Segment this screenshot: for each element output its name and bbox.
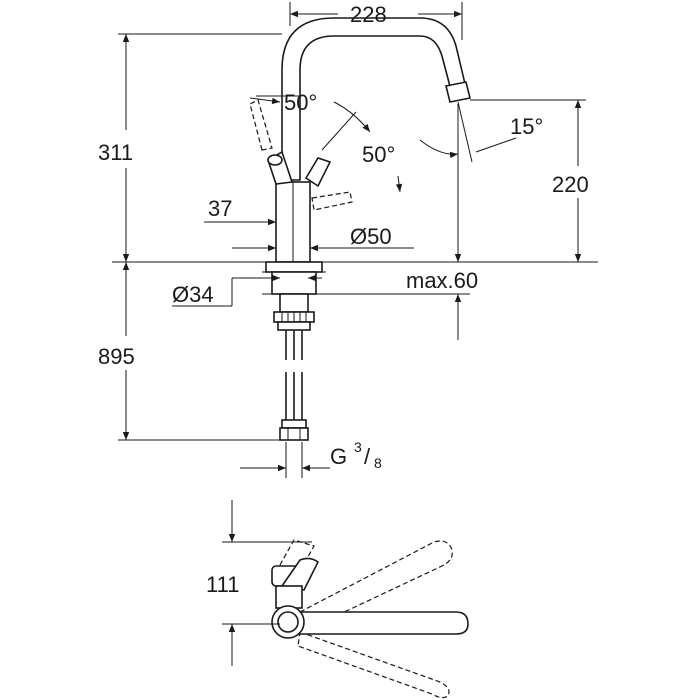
dim-lever-right-angle: 50° bbox=[321, 101, 403, 193]
dim-spout-reach-label: 228 bbox=[350, 2, 387, 27]
dim-lever-swing-label: 111 bbox=[206, 572, 239, 597]
dim-shank-diameter: Ø34 bbox=[172, 274, 322, 307]
dim-lever-offset-label: 37 bbox=[208, 196, 232, 221]
dim-total-height: 311 bbox=[98, 33, 282, 262]
mounting-shank bbox=[262, 261, 326, 331]
dim-base-diameter: Ø50 bbox=[232, 224, 414, 252]
dim-base-diameter-label: Ø50 bbox=[350, 224, 392, 249]
dim-spout-tilt-label: 15° bbox=[510, 114, 543, 139]
dim-connection-denominator: 8 bbox=[374, 455, 382, 471]
dim-supply-length: 895 bbox=[98, 262, 282, 441]
dim-lever-offset: 37 bbox=[204, 196, 276, 226]
supply-hoses bbox=[279, 330, 309, 441]
dim-shank-diameter-label: Ø34 bbox=[172, 282, 214, 307]
dim-supply-length-label: 895 bbox=[98, 344, 135, 369]
dim-max-thickness: max.60 bbox=[322, 226, 478, 340]
dim-total-height-label: 311 bbox=[98, 140, 133, 165]
dim-connection-g: G bbox=[330, 444, 347, 469]
faucet-body bbox=[249, 99, 353, 263]
dim-connection-numerator: 3 bbox=[354, 439, 362, 455]
dim-spout-tilt: 15° bbox=[419, 101, 543, 262]
spout bbox=[281, 17, 471, 181]
dim-outlet-height: 220 bbox=[470, 99, 589, 262]
dim-connection-slash: / bbox=[364, 444, 371, 469]
dim-spout-reach: 228 bbox=[289, 2, 463, 40]
dim-lever-left-angle: 50° bbox=[249, 90, 317, 115]
dim-lever-swing: 111 bbox=[206, 500, 312, 666]
dim-lever-right-label: 50° bbox=[362, 142, 395, 167]
dim-lever-left-label: 50° bbox=[284, 90, 317, 115]
dim-max-thickness-label: max.60 bbox=[406, 268, 478, 293]
dim-connection-thread: G 3 / 8 bbox=[240, 439, 382, 478]
dim-outlet-height-label: 220 bbox=[552, 172, 589, 197]
top-view bbox=[271, 539, 469, 699]
